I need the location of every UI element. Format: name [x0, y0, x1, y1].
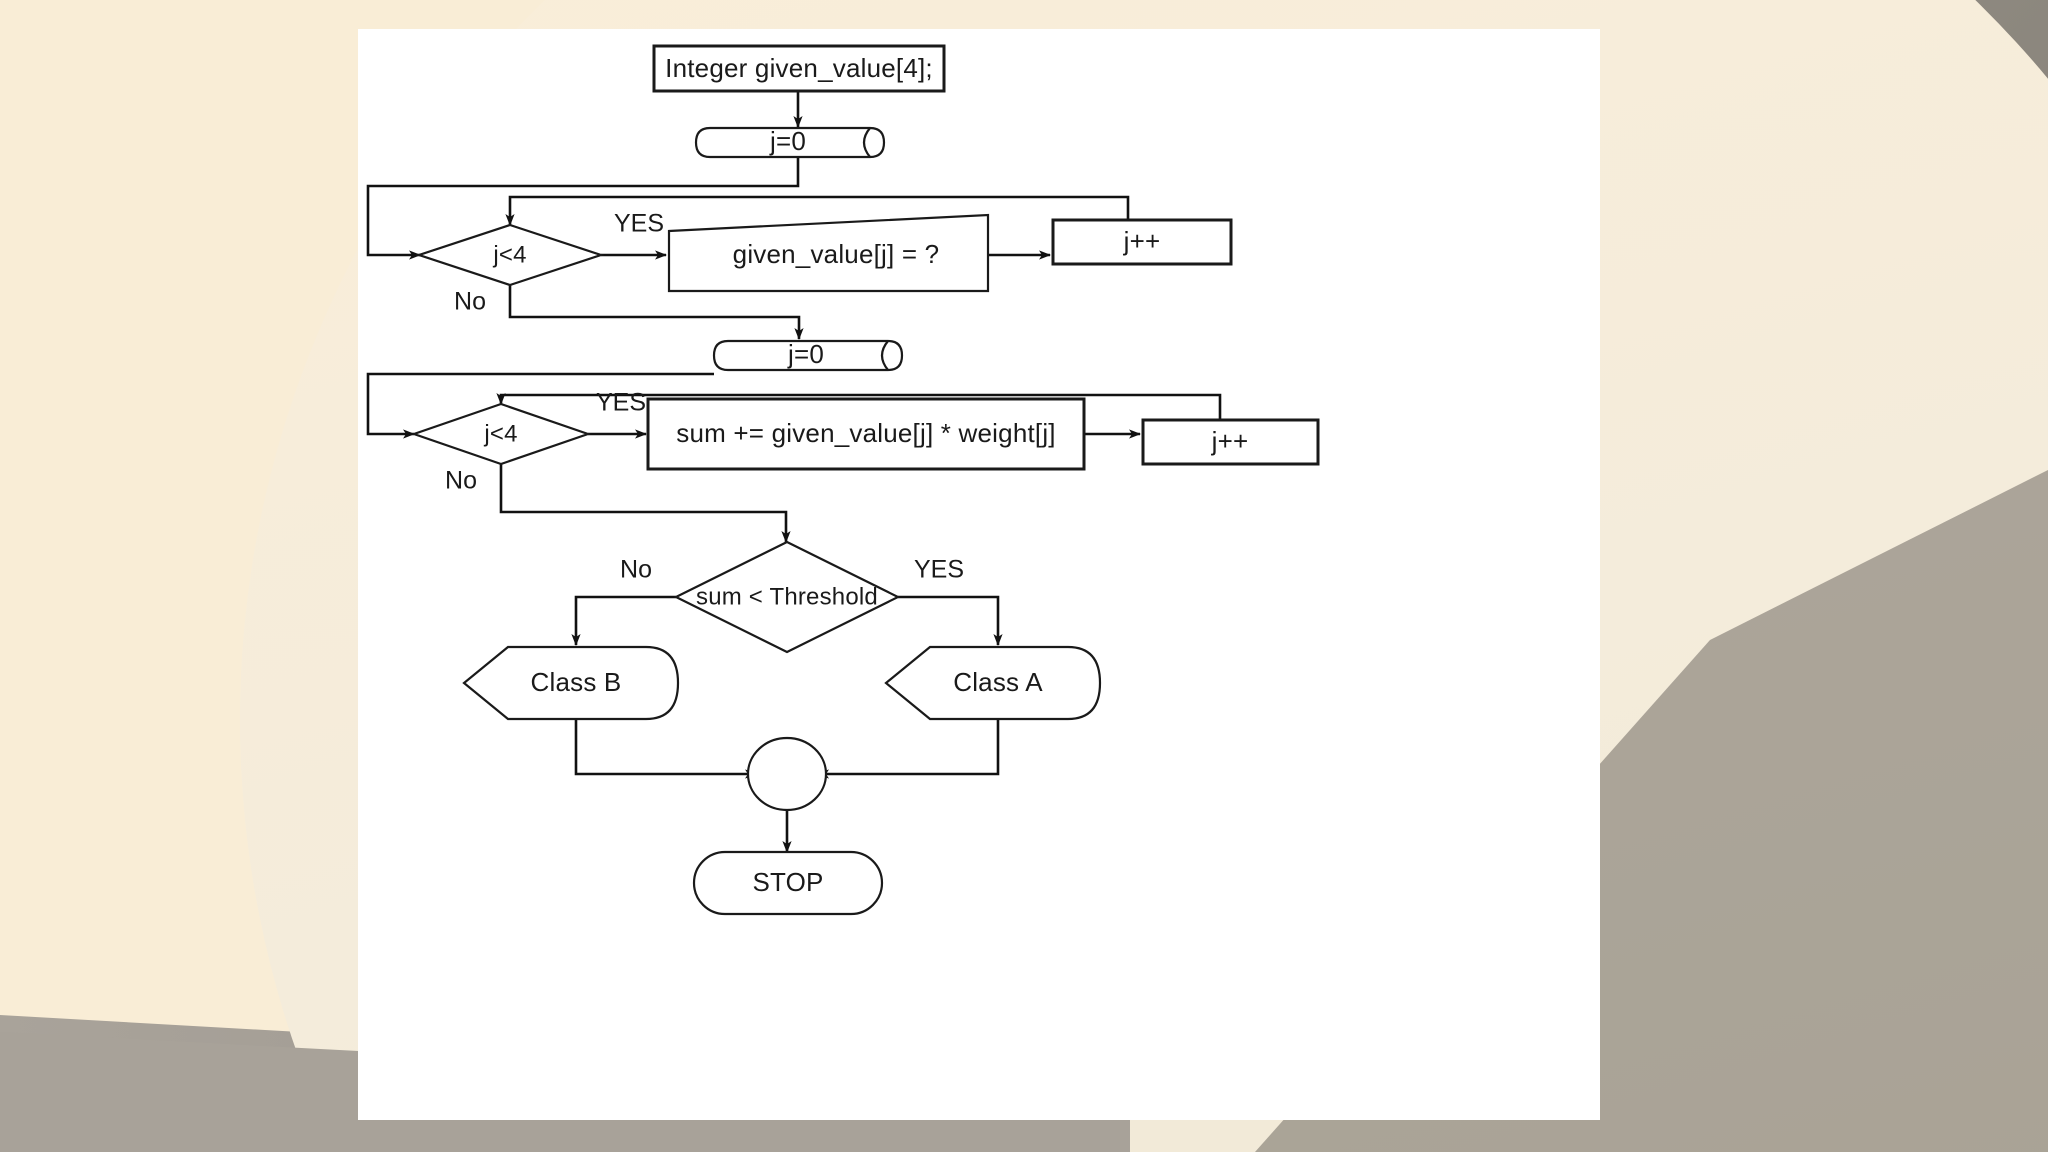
node-classa-label: Class A — [953, 667, 1043, 697]
edge-label-cond1-yes: YES — [614, 210, 664, 238]
node-incr1-label: j++ — [1123, 226, 1161, 256]
node-input[interactable]: given_value[j] = ? — [667, 213, 990, 293]
node-init2[interactable]: j=0 — [712, 339, 904, 372]
node-declare-label: Integer given_value[4]; — [665, 53, 933, 83]
node-stop[interactable]: STOP — [692, 850, 884, 916]
node-cond1-label: j<4 — [492, 241, 526, 268]
node-classa[interactable]: Class A — [884, 645, 1102, 721]
edge-cond1-no-to-init2 — [508, 285, 804, 340]
node-init1[interactable]: j=0 — [694, 126, 886, 159]
node-input-label: given_value[j] = ? — [733, 239, 940, 269]
edge-label-cond1-no: No — [454, 288, 486, 316]
node-declare[interactable]: Integer given_value[4]; — [652, 44, 946, 93]
edge-init2-to-cond2 — [366, 372, 714, 439]
node-incr1[interactable]: j++ — [1051, 218, 1233, 266]
node-accumulate[interactable]: sum += given_value[j] * weight[j] — [646, 397, 1086, 471]
node-init1-label: j=0 — [769, 126, 806, 156]
node-incr2[interactable]: j++ — [1141, 418, 1320, 466]
edge-label-threshold-no: No — [620, 556, 652, 584]
node-cond1[interactable]: j<4 — [415, 223, 605, 287]
node-merge[interactable] — [746, 736, 828, 812]
node-init2-label: j=0 — [787, 339, 824, 369]
edge-threshold-no-to-classb — [571, 595, 676, 646]
node-threshold[interactable]: sum < Threshold — [673, 540, 901, 654]
flowchart-canvas: Integer given_value[4]; j=0 j<4 YES No g… — [358, 29, 1600, 1120]
node-classb-label: Class B — [531, 667, 622, 697]
edge-init1-to-cond1 — [366, 157, 800, 260]
edge-incr2-loopback-to-cond2 — [496, 393, 1222, 420]
edge-label-threshold-yes: YES — [914, 556, 964, 584]
node-cond2-label: j<4 — [483, 420, 517, 447]
node-incr2-label: j++ — [1211, 426, 1249, 456]
edge-label-cond2-no: No — [445, 467, 477, 495]
edge-label-cond2-yes: YES — [596, 389, 646, 417]
edge-incr1-loopback-to-cond1 — [505, 195, 1130, 226]
edge-cond2-no-to-threshold — [499, 464, 791, 543]
node-cond2[interactable]: j<4 — [410, 402, 592, 466]
node-accumulate-label: sum += given_value[j] * weight[j] — [676, 418, 1055, 448]
edge-threshold-yes-to-classa — [898, 595, 1003, 646]
node-threshold-label: sum < Threshold — [696, 583, 878, 610]
node-stop-label: STOP — [752, 867, 823, 897]
edge-classb-to-merge — [574, 719, 757, 779]
node-classb[interactable]: Class B — [462, 645, 680, 721]
edge-classa-to-merge — [817, 719, 1000, 779]
flowchart-svg: Integer given_value[4]; j=0 j<4 YES No g… — [366, 44, 1320, 916]
